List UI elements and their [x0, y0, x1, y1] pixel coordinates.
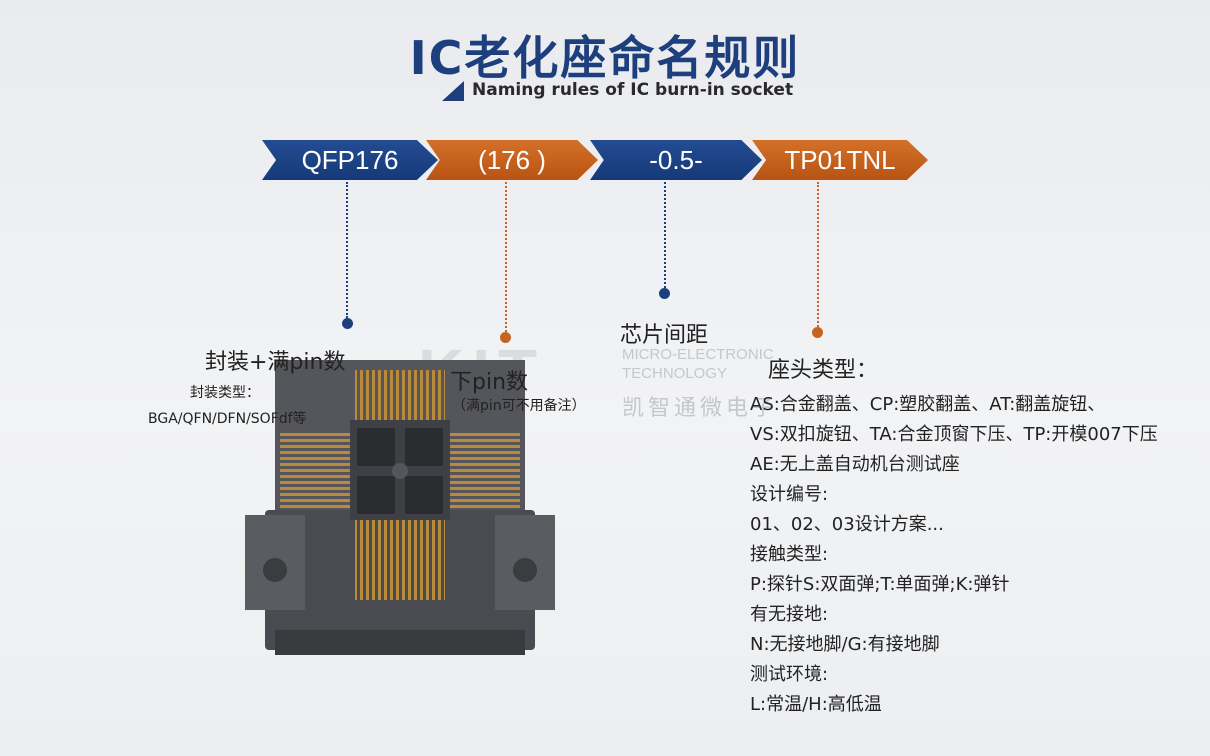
- info-line: AE:无上盖自动机台测试座: [750, 454, 960, 475]
- connector-line-pitch: [664, 182, 666, 288]
- info-line: N:无接地脚/G:有接地脚: [750, 634, 940, 655]
- triangle-icon: [442, 81, 464, 101]
- info-line: AS:合金翻盖、CP:塑胶翻盖、AT:翻盖旋钮、: [750, 394, 1106, 415]
- connector-dot-package: [342, 318, 353, 329]
- page-subtitle: Naming rules of IC burn-in socket: [472, 80, 794, 100]
- info-line: VS:双扣旋钮、TA:合金顶窗下压、TP:开模007下压: [750, 424, 1158, 445]
- info-line: 设计编号:: [750, 484, 829, 505]
- connector-dot-head-type: [812, 327, 823, 338]
- package-types: BGA/QFN/DFN/SOFdf等: [148, 411, 307, 427]
- watermark-chinese: 凯智通微电子: [622, 396, 779, 421]
- info-line: 01、02、03设计方案...: [750, 514, 944, 535]
- info-line: P:探针S:双面弹;T:单面弹;K:弹针: [750, 574, 1010, 595]
- ic-socket-image: [245, 360, 555, 655]
- info-line: 有无接地:: [750, 604, 829, 625]
- connector-line-head-type: [817, 182, 819, 327]
- segment-lower-pin: (176 ): [426, 140, 598, 180]
- connector-line-lower-pin: [505, 182, 507, 332]
- connector-line-package: [346, 182, 348, 318]
- watermark-english-line1: MICRO-ELECTRONIC: [622, 346, 774, 363]
- info-line: 测试环境:: [750, 664, 829, 685]
- naming-info-list: AS:合金翻盖、CP:塑胶翻盖、AT:翻盖旋钮、 VS:双扣旋钮、TA:合金顶窗…: [750, 390, 1158, 720]
- connector-dot-pitch: [659, 288, 670, 299]
- segment-pitch: -0.5-: [590, 140, 762, 180]
- connector-dot-lower-pin: [500, 332, 511, 343]
- watermark-english: MICRO-ELECTRONIC TECHNOLOGY: [622, 345, 774, 383]
- pitch-title: 芯片间距: [620, 323, 709, 348]
- watermark-english-line2: TECHNOLOGY: [622, 365, 728, 382]
- head-type-title: 座头类型：: [768, 358, 879, 383]
- package-types-label: 封装类型：: [190, 385, 260, 401]
- package-title: 封装+满pin数: [205, 350, 346, 375]
- info-line: 接触类型:: [750, 544, 829, 565]
- lower-pin-title: 下pin数: [450, 370, 529, 395]
- page-title: IC老化座命名规则: [409, 31, 801, 85]
- segment-head-type: TP01TNL: [752, 140, 928, 180]
- segment-package: QFP176: [262, 140, 438, 180]
- info-line: L:常温/H:高低温: [750, 694, 882, 715]
- lower-pin-note: （满pin可不用备注）: [452, 398, 586, 414]
